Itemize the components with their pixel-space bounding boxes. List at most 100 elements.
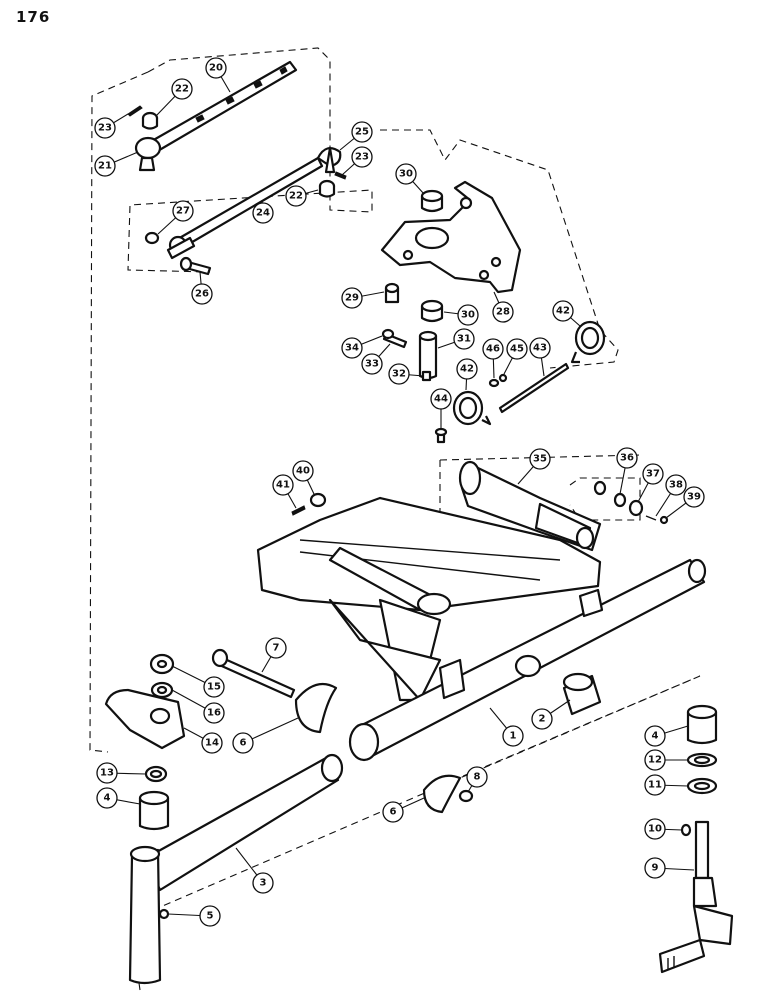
callout-34: 34 — [341, 335, 383, 359]
callout-20: 20 — [205, 57, 231, 93]
nut-40 — [309, 492, 327, 508]
callout-label: 9 — [652, 863, 659, 874]
bushing-4b — [686, 704, 718, 745]
callout-label: 6 — [240, 738, 247, 749]
callout-43: 43 — [529, 337, 551, 377]
extension-3 — [128, 753, 344, 985]
callout-label: 28 — [496, 307, 510, 318]
callout-22: 22 — [285, 185, 319, 207]
cotter-38 — [645, 515, 657, 521]
callout-circle — [457, 304, 479, 326]
clamp-42a — [570, 320, 606, 364]
callout-circle — [644, 857, 666, 879]
callout-27: 27 — [157, 200, 194, 235]
callout-label: 2 — [539, 714, 546, 725]
callout-label: 30 — [399, 169, 413, 180]
bushing-2 — [562, 672, 602, 716]
callout-circle — [292, 460, 314, 482]
callout-label: 35 — [533, 454, 547, 465]
callout-circle — [644, 818, 666, 840]
callout-label: 38 — [669, 480, 683, 491]
callout-7: 7 — [261, 637, 287, 673]
callout-label: 4 — [104, 793, 111, 804]
callout-12: 12 — [644, 749, 688, 771]
callout-circle — [96, 762, 118, 784]
washer-16 — [150, 681, 174, 699]
callout-40: 40 — [292, 460, 315, 495]
washer-13 — [144, 765, 168, 783]
callout-circle — [506, 338, 528, 360]
nut-46 — [488, 378, 500, 388]
callout-29: 29 — [341, 287, 385, 309]
callout-circle — [341, 287, 363, 309]
bushing-4a — [138, 790, 170, 831]
callout-circle — [644, 774, 666, 796]
callout-label: 33 — [365, 359, 379, 370]
tie-rod-end-left — [134, 136, 162, 172]
callout-14: 14 — [183, 727, 223, 754]
pin-29 — [384, 282, 400, 304]
bolt-44 — [434, 427, 448, 444]
callout-circle — [644, 749, 666, 771]
callout-label: 5 — [207, 911, 214, 922]
callout-label: 37 — [646, 469, 660, 480]
callout-circle — [94, 155, 116, 177]
callout-label: 30 — [461, 310, 475, 321]
callout-label: 22 — [175, 84, 189, 95]
callout-circle — [453, 328, 475, 350]
callout-circle — [171, 78, 193, 100]
callout-circle — [94, 117, 116, 139]
callout-30: 30 — [443, 304, 479, 326]
seal-11 — [686, 777, 718, 795]
bolt-26 — [179, 256, 212, 276]
cotter-41 — [291, 505, 306, 516]
callout-33: 33 — [361, 343, 391, 375]
callout-label: 42 — [556, 306, 570, 317]
callout-circle — [203, 676, 225, 698]
callout-circle — [199, 905, 221, 927]
callout-13: 13 — [96, 762, 147, 784]
callout-label: 44 — [434, 394, 448, 405]
callout-circle — [252, 202, 274, 224]
washer-36a — [593, 480, 607, 496]
steering-group-outline — [127, 47, 373, 273]
callout-label: 23 — [355, 152, 369, 163]
callout-circle — [502, 725, 524, 747]
callout-circle — [552, 300, 574, 322]
callout-circle — [644, 725, 666, 747]
grease-fitting-32 — [421, 370, 432, 382]
callout-circle — [201, 732, 223, 754]
callout-label: 36 — [620, 453, 634, 464]
axle-beam — [348, 558, 707, 762]
callout-31: 31 — [437, 328, 475, 350]
callout-26: 26 — [191, 271, 213, 305]
callout-11: 11 — [644, 774, 689, 796]
callout-32: 32 — [388, 363, 425, 385]
washer-45 — [498, 373, 508, 383]
callout-circle — [96, 787, 118, 809]
callout-label: 24 — [256, 208, 270, 219]
fitting-39 — [659, 515, 669, 525]
nut-34 — [381, 328, 395, 340]
callout-label: 7 — [273, 643, 280, 654]
callout-circle — [466, 766, 488, 788]
steering-bracket — [380, 180, 522, 294]
washer-36b — [613, 492, 627, 508]
wedge-6a — [294, 682, 338, 734]
callout-circle — [665, 474, 687, 496]
nut-27 — [144, 231, 160, 245]
callout-circle — [205, 57, 227, 79]
callout-circle — [388, 363, 410, 385]
callout-41: 41 — [272, 474, 297, 509]
spindle-9 — [658, 820, 734, 974]
callout-42: 42 — [552, 300, 581, 327]
callout-37: 37 — [637, 463, 664, 503]
callout-label: 41 — [276, 480, 290, 491]
callout-16: 16 — [171, 689, 225, 724]
callout-23: 23 — [341, 146, 373, 176]
callout-label: 8 — [474, 772, 481, 783]
callout-label: 29 — [345, 293, 359, 304]
callout-circle — [265, 637, 287, 659]
